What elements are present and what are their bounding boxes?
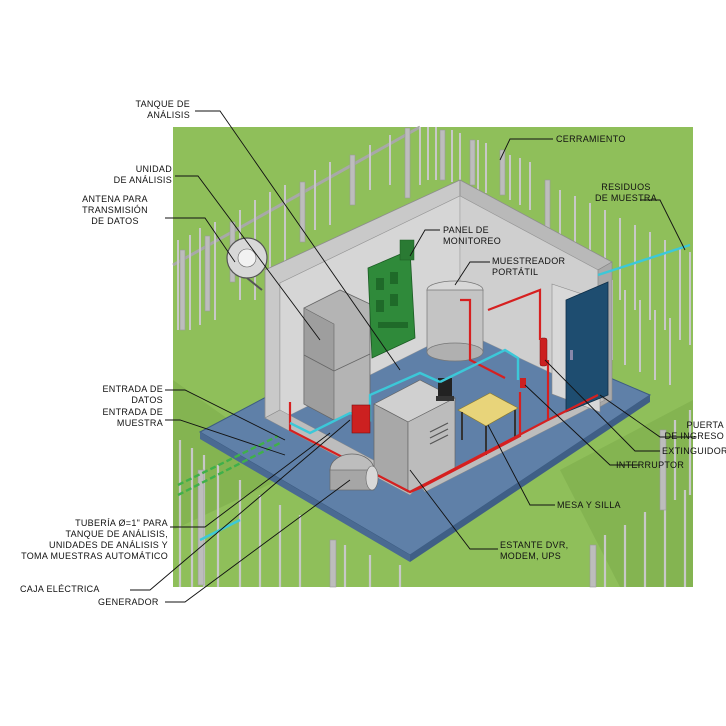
label-entrada-datos: ENTRADA DE DATOS xyxy=(95,384,163,406)
label-tuberia: TUBERÍA Ø=1" PARA TANQUE DE ANÁLISIS, UN… xyxy=(20,518,168,562)
label-line: PANEL DE xyxy=(443,225,489,235)
label-line: MUESTREADOR xyxy=(492,256,566,266)
label-line: MONITOREO xyxy=(443,236,502,246)
label-panel-monitoreo: PANEL DE MONITOREO xyxy=(443,225,501,247)
generator-cap xyxy=(365,465,379,491)
label-line: UNIDAD xyxy=(135,164,172,174)
label-line: GENERADOR xyxy=(98,597,159,607)
label-line: ENTRADA DE xyxy=(102,384,163,394)
label-line: PORTÁTIL xyxy=(492,267,539,277)
label-muestreador: MUESTREADOR PORTÁTIL xyxy=(492,256,565,278)
door-handle xyxy=(570,350,573,360)
label-mesa-silla: MESA Y SILLA xyxy=(557,500,621,511)
label-antena: ANTENA PARA TRANSMISIÓN DE DATOS xyxy=(66,194,164,227)
label-line: TUBERÍA Ø=1" PARA xyxy=(75,518,168,528)
electric-box xyxy=(351,404,371,434)
leader-lines xyxy=(130,110,695,603)
green-pipes xyxy=(177,434,281,497)
label-cerramiento: CERRAMIENTO xyxy=(556,134,626,145)
chair-seat xyxy=(436,396,454,401)
label-line: TOMA MUESTRAS AUTOMÁTICO xyxy=(21,551,168,561)
fence-mesh-right xyxy=(419,127,691,385)
fence-mesh-front xyxy=(178,410,692,587)
fence-front-posts xyxy=(197,429,667,588)
label-line: RESIDUOS xyxy=(601,182,651,192)
label-line: CAJA ELÉCTRICA xyxy=(20,584,100,594)
label-line: ESTANTE DVR, xyxy=(500,540,569,550)
antenna-dish-center xyxy=(237,248,257,268)
label-line: MESA Y SILLA xyxy=(557,500,621,510)
label-line: TANQUE DE ANÁLISIS, xyxy=(65,529,168,539)
label-extinguidor: EXTINGUIDOR xyxy=(662,446,726,457)
label-line: UNIDADES DE ANÁLISIS Y xyxy=(49,540,168,550)
label-line: MODEM, UPS xyxy=(500,551,562,561)
label-generador: GENERADOR xyxy=(98,597,159,608)
cabinet-shelf xyxy=(303,354,335,372)
panel-top-box xyxy=(399,239,415,261)
label-unidad-analisis: UNIDAD DE ANÁLISIS xyxy=(110,164,172,186)
fence-posts-back xyxy=(179,127,551,331)
cabinet-shelf-2 xyxy=(333,353,371,372)
label-line: CERRAMIENTO xyxy=(556,134,626,144)
label-line: MUESTRA xyxy=(116,418,163,428)
label-residuos-muestra: RESIDUOS DE MUESTRA xyxy=(586,182,666,204)
label-line: DE DATOS xyxy=(91,216,139,226)
fire-extinguisher xyxy=(539,337,548,367)
label-interruptor: INTERRUPTOR xyxy=(616,460,684,471)
label-line: INTERRUPTOR xyxy=(616,460,685,470)
label-line: ENTRADA DE xyxy=(102,407,163,417)
label-line: DE ANÁLISIS xyxy=(113,175,172,185)
label-line: TRANSMISIÓN xyxy=(82,205,148,215)
label-line: EXTINGUIDOR xyxy=(662,446,726,456)
entry-door xyxy=(565,281,609,413)
label-entrada-muestra: ENTRADA DE MUESTRA xyxy=(90,407,163,429)
switch-box xyxy=(520,378,526,388)
label-puerta-ingreso: PUERTA DE INGRESO xyxy=(640,420,724,442)
table-legs xyxy=(461,410,516,455)
table-top xyxy=(457,392,519,427)
sampler-bottom xyxy=(426,342,484,362)
label-tanque-analisis: TANQUE DE ANÁLISIS xyxy=(120,99,190,121)
label-line: PUERTA xyxy=(686,420,724,430)
label-line: DE INGRESO xyxy=(664,431,724,441)
label-estante: ESTANTE DVR, MODEM, UPS xyxy=(500,540,568,562)
label-line: ANÁLISIS xyxy=(147,110,190,120)
floor-slab-edge xyxy=(200,432,410,562)
panel-details xyxy=(376,272,408,328)
antenna-mount xyxy=(246,277,263,291)
rack-vents xyxy=(429,422,449,445)
floor-slab-edge-right xyxy=(410,395,650,562)
label-line: DE MUESTRA xyxy=(594,193,657,203)
label-caja-electrica: CAJA ELÉCTRICA xyxy=(20,584,100,595)
label-line: TANQUE DE xyxy=(135,99,190,109)
label-line: ANTENA PARA xyxy=(82,194,148,204)
red-pipes xyxy=(288,288,599,494)
label-line: DATOS xyxy=(131,395,163,405)
